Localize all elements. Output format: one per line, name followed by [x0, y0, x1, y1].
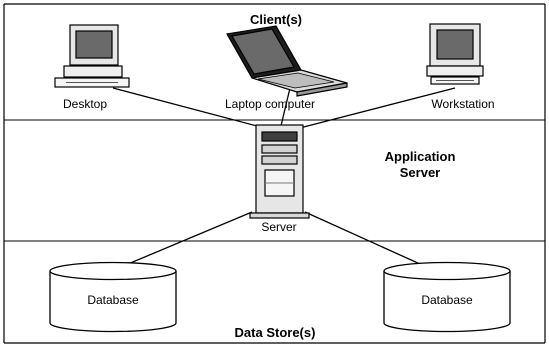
clients-tier-label: Client(s) — [250, 12, 302, 27]
connection-lines — [112, 87, 456, 265]
application-server-tier-label-line2: Server — [400, 165, 440, 180]
application-server-tier-label-line1: Application — [385, 149, 456, 164]
data-store-tier-label: Data Store(s) — [235, 325, 316, 340]
database-left-label: Database — [87, 293, 139, 307]
database-left-icon — [49, 261, 177, 333]
diagram-frame — [3, 3, 546, 344]
database-right-label: Database — [421, 293, 473, 307]
laptop-computer-label: Laptop computer — [225, 97, 315, 111]
database-right-icon — [383, 261, 511, 333]
workstation-label: Workstation — [431, 97, 494, 111]
laptop-computer-icon — [226, 25, 348, 97]
server-label: Server — [261, 220, 296, 234]
laptop-server-link — [279, 87, 291, 131]
workstation-icon — [426, 23, 484, 85]
server-database-left-link — [127, 211, 253, 265]
workstation-server-link — [291, 87, 456, 131]
desktop-server-link — [112, 87, 273, 131]
server-tower-icon — [249, 124, 310, 219]
server-database-right-link — [304, 211, 421, 265]
desktop-label: Desktop — [63, 97, 107, 111]
desktop-computer-icon — [54, 24, 130, 88]
